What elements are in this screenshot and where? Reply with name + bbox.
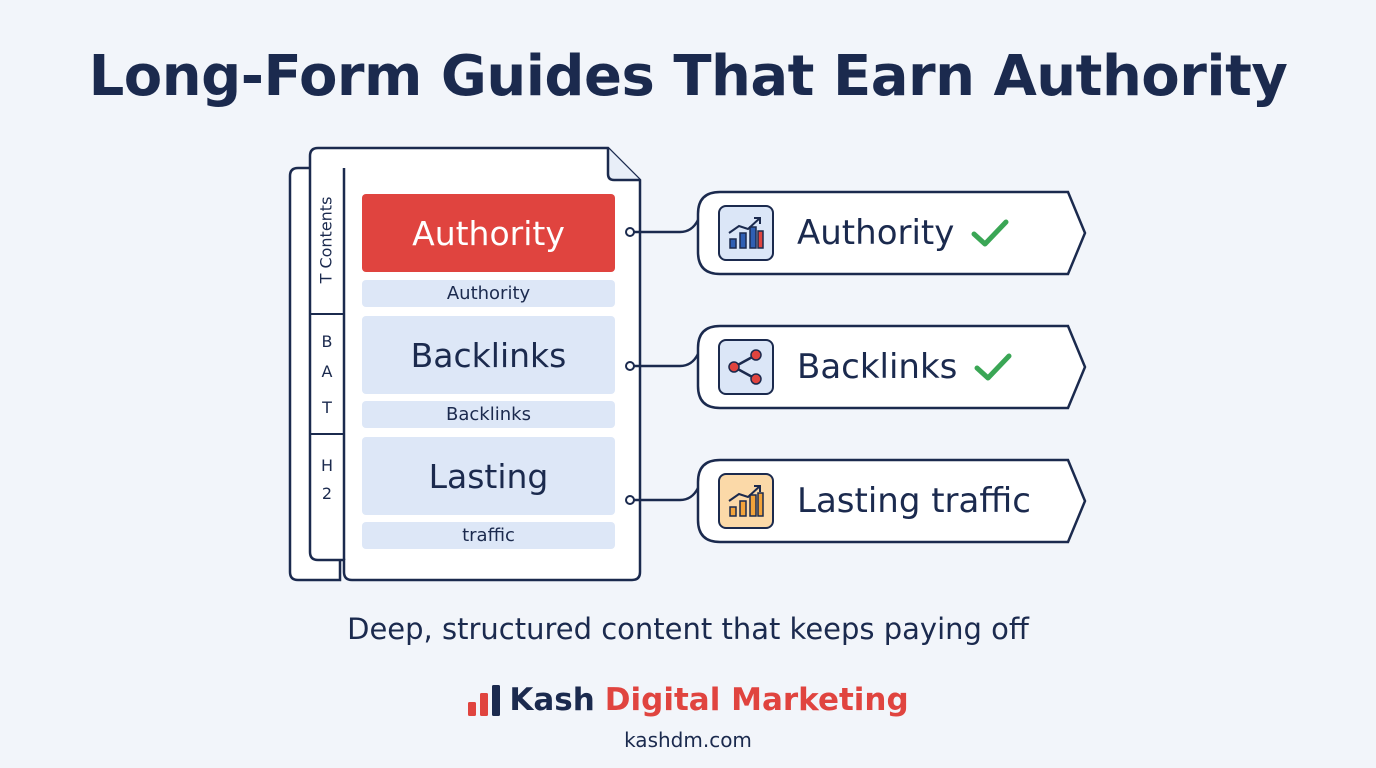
section-heading-lasting: Lasting [362, 437, 615, 515]
callout-label-backlinks: Backlinks [797, 347, 1013, 387]
callout-text: Lasting traffic [797, 481, 1031, 521]
section-sub-traffic: traffic [362, 522, 615, 549]
bar-chart-icon [718, 205, 774, 261]
brand-url: kashdm.com [624, 728, 752, 752]
section-sub-authority: Authority [362, 280, 615, 307]
subtitle: Deep, structured content that keeps payi… [347, 612, 1029, 646]
brand-name-secondary: Digital Marketing [604, 682, 909, 718]
tab-letter: B [321, 332, 333, 351]
callout-text: Backlinks [797, 347, 958, 387]
tab-contents-label: T Contents [316, 196, 336, 284]
growth-chart-icon [718, 473, 774, 529]
page-title: Long-Form Guides That Earn Authority [88, 44, 1288, 109]
connector-line [630, 487, 700, 502]
check-icon [971, 219, 1009, 247]
brand-bars-icon [468, 685, 501, 716]
section-sub-backlinks: Backlinks [362, 401, 615, 428]
callout-box [696, 190, 1087, 276]
callout-text: Authority [797, 213, 955, 253]
connector-line [630, 219, 700, 234]
tab-letter: H [320, 456, 334, 475]
share-nodes-icon [718, 339, 774, 395]
brand-name-primary: Kash [509, 682, 595, 718]
tab-letter: A [321, 362, 333, 381]
section-heading-authority: Authority [362, 194, 615, 272]
callout-box [696, 458, 1087, 544]
tab-letter: 2 [321, 484, 333, 503]
connector-line [630, 353, 700, 368]
callout-label-lasting-traffic: Lasting traffic [797, 481, 1031, 521]
callout-label-authority: Authority [797, 213, 1010, 253]
check-icon [974, 353, 1012, 381]
brand-logo: Kash Digital Marketing [0, 682, 1376, 718]
document-fold [606, 148, 640, 182]
section-heading-backlinks: Backlinks [362, 316, 615, 394]
tab-letter: T [322, 398, 332, 417]
callout-box [696, 324, 1087, 410]
